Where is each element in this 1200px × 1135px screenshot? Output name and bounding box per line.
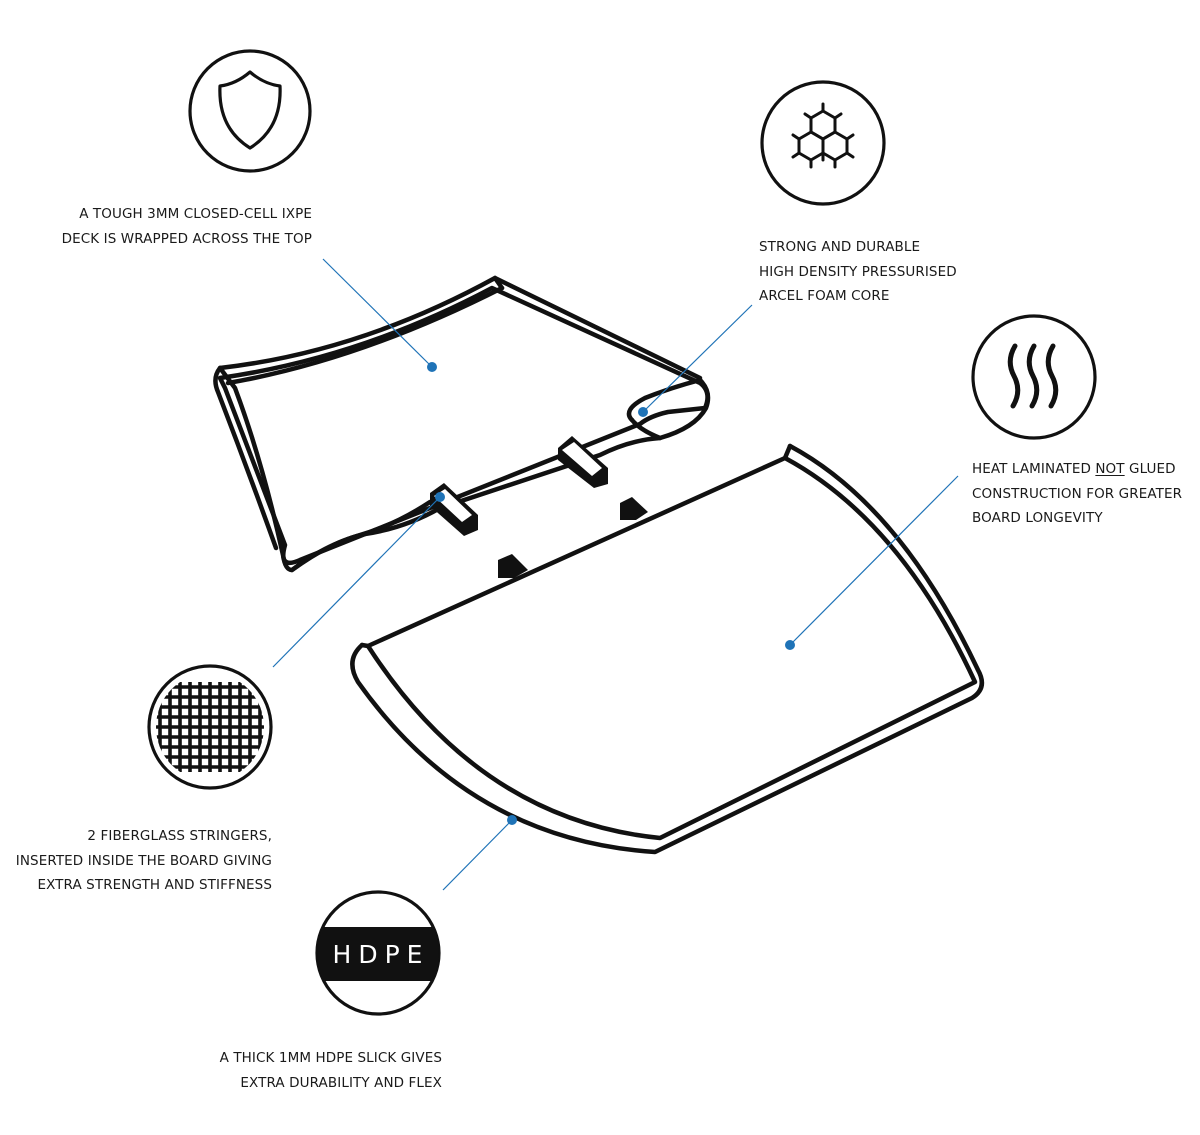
- stringer-block-upper-1: [558, 436, 608, 488]
- leader-lines: [272, 258, 959, 891]
- slick-top-surface: [365, 455, 978, 841]
- leader-slick: [442, 819, 513, 891]
- deck-front-cut-edge: [289, 377, 711, 573]
- callout-heat-line-1-post: GLUED: [1124, 461, 1176, 477]
- dot-stringers: [435, 492, 445, 502]
- stringer-slot-lower-2: [498, 554, 528, 578]
- top-deck-piece: [213, 275, 711, 573]
- callout-deck: A TOUGH 3MM CLOSED-CELL IXPE DECK IS WRA…: [62, 202, 312, 251]
- callout-slick-line-1: A THICK 1MM HDPE SLICK GIVES: [219, 1050, 442, 1066]
- callout-core: STRONG AND DURABLE HIGH DENSITY PRESSURI…: [759, 235, 957, 309]
- callout-heat-line-3: BOARD LONGEVITY: [972, 510, 1103, 526]
- callout-heat-line-1-pre: HEAT LAMINATED: [972, 461, 1096, 477]
- callout-stringers: 2 FIBERGLASS STRINGERS, INSERTED INSIDE …: [16, 824, 272, 898]
- stringer-slot-lower-1: [620, 497, 648, 520]
- hdpe-badge-text: HDPE: [333, 940, 430, 969]
- callout-core-line-1: STRONG AND DURABLE: [759, 239, 921, 255]
- callout-heat: HEAT LAMINATED NOT GLUED CONSTRUCTION FO…: [972, 457, 1182, 531]
- callout-stringers-line-1: 2 FIBERGLASS STRINGERS,: [87, 828, 272, 844]
- callout-heat-not-emphasis: NOT: [1095, 461, 1125, 477]
- callout-core-line-3: ARCEL FOAM CORE: [759, 288, 890, 304]
- callout-heat-line-2: CONSTRUCTION FOR GREATER: [972, 485, 1183, 502]
- fiberglass-mesh-icon: [147, 664, 273, 790]
- leader-stringers: [272, 496, 441, 668]
- dot-slick: [507, 815, 517, 825]
- honeycomb-icon: [760, 80, 886, 206]
- dot-heat: [785, 640, 795, 650]
- dot-deck: [427, 362, 437, 372]
- leader-core: [642, 304, 753, 413]
- shield-icon: [188, 49, 312, 173]
- heat-waves-icon: [971, 314, 1097, 440]
- callout-heat-line-1: HEAT LAMINATED NOT GLUED: [972, 457, 1182, 482]
- callout-stringers-line-2: INSERTED INSIDE THE BOARD GIVING: [15, 852, 272, 869]
- leader-dots: [427, 362, 795, 825]
- dot-core: [638, 407, 648, 417]
- hdpe-badge-icon: HDPE: [315, 890, 441, 1016]
- callout-stringers-line-3: EXTRA STRENGTH AND STIFFNESS: [37, 877, 272, 893]
- callout-slick-line-2: EXTRA DURABILITY AND FLEX: [240, 1074, 442, 1091]
- leader-heat: [789, 475, 959, 646]
- callout-deck-line-2: DECK IS WRAPPED ACROSS THE TOP: [61, 230, 312, 247]
- deck-back-edge: [217, 275, 505, 371]
- callout-slick: A THICK 1MM HDPE SLICK GIVES EXTRA DURAB…: [220, 1046, 442, 1095]
- callout-core-line-2: HIGH DENSITY PRESSURISED: [759, 263, 957, 280]
- leader-deck: [322, 258, 433, 368]
- callout-deck-line-1: A TOUGH 3MM CLOSED-CELL IXPE: [79, 206, 312, 222]
